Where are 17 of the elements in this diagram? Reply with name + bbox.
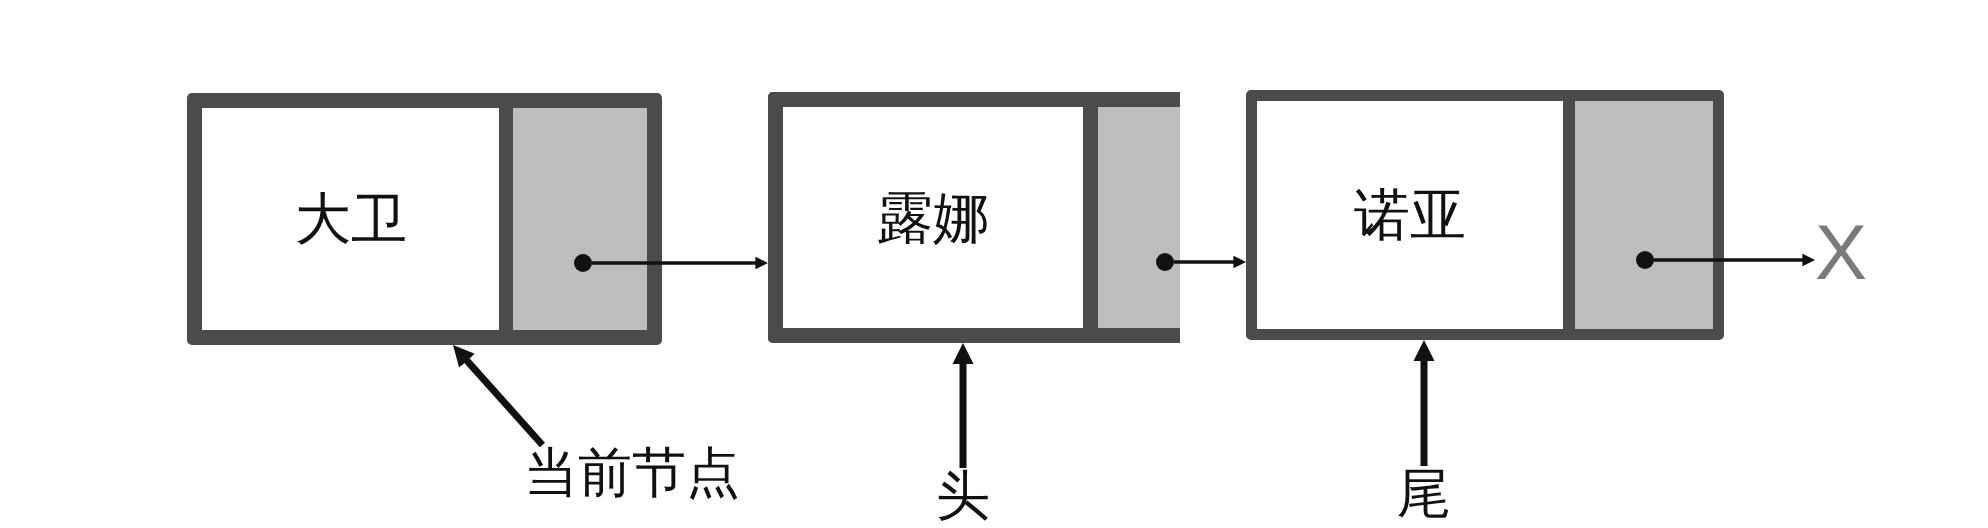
arrow (1654, 253, 1815, 267)
list-node-box (768, 92, 1180, 343)
node-name: 大卫 (294, 191, 407, 247)
pointer-label: 头 (936, 468, 990, 522)
arrow (1174, 255, 1246, 269)
list-node-box (187, 93, 662, 345)
pointer-label: 当前节点 (524, 445, 740, 499)
node-name: 诺亚 (1354, 187, 1466, 243)
pointer-dot (1636, 251, 1654, 269)
list-node-box (1246, 90, 1724, 340)
pointer-dot (1156, 253, 1174, 271)
arrow (592, 256, 768, 270)
pointer-label: 尾 (1397, 466, 1451, 520)
null-marker-text: X (1815, 213, 1868, 291)
pointer-dot (574, 254, 592, 272)
node-name: 露娜 (877, 189, 989, 246)
arrow (450, 342, 545, 448)
